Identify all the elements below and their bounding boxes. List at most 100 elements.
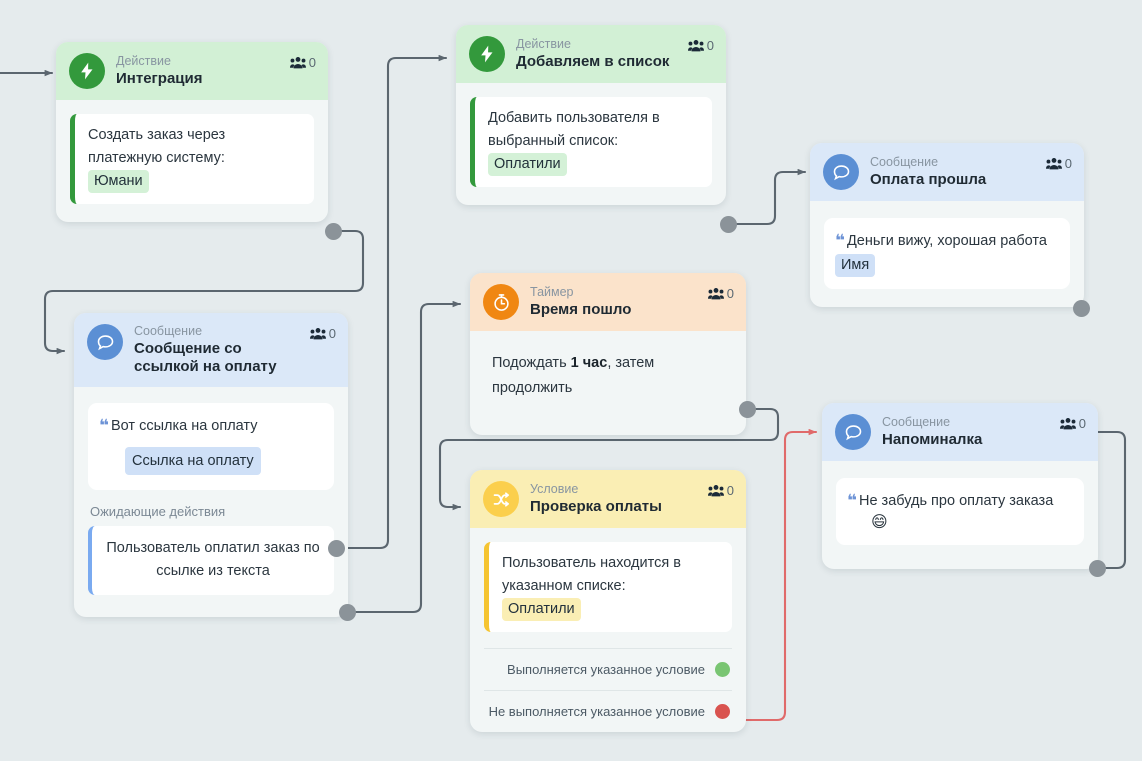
node-title: Интеграция	[116, 70, 203, 87]
node-body: Добавить пользователя в выбранный список…	[456, 83, 726, 205]
node-kind: Сообщение	[882, 415, 951, 429]
description-line-2: платежную систему:	[88, 150, 225, 166]
quote-icon: ❝	[835, 231, 845, 250]
node-integration[interactable]: Действие Интеграция 0 Создать заказ чере…	[56, 42, 328, 222]
subscriber-count: 0	[687, 38, 714, 53]
link-chip[interactable]: Ссылка на оплату	[125, 447, 261, 475]
subscriber-count: 0	[707, 483, 734, 498]
outcome-false-row[interactable]: Не выполняется указанное условие	[484, 690, 732, 732]
variable-tag: Имя	[835, 254, 876, 277]
node-kind: Действие	[516, 37, 571, 51]
node-title: Добавляем в список	[516, 53, 670, 70]
value-tag: Оплатили	[502, 598, 581, 621]
outcome-false-label: Не выполняется указанное условие	[488, 704, 705, 719]
node-header[interactable]: Условие Проверка оплаты 0	[470, 470, 746, 528]
subscriber-count: 0	[707, 286, 734, 301]
wire-reminder-loop	[1096, 430, 1127, 570]
subscriber-count: 0	[1045, 156, 1072, 171]
node-header[interactable]: Сообщение Напоминалка 0	[822, 403, 1098, 461]
node-title: Сообщение со ссылкой на оплату	[134, 340, 277, 375]
port-reminder-out[interactable]	[1089, 560, 1106, 577]
chat-bubble-icon	[87, 324, 123, 360]
node-kind: Сообщение	[134, 324, 203, 338]
value-tag: Юмани	[88, 170, 149, 193]
wire-link-message-to-timer	[353, 300, 462, 614]
people-icon	[1059, 418, 1076, 430]
node-body: Пользователь находится в указанном списк…	[470, 528, 746, 732]
stopwatch-icon	[483, 284, 519, 320]
port-add-list-out[interactable]	[720, 216, 737, 233]
node-header[interactable]: Действие Интеграция 0	[56, 42, 328, 100]
node-body: ❝Деньги вижу, хорошая работа Имя	[810, 201, 1084, 307]
people-icon	[707, 485, 724, 497]
node-header[interactable]: Сообщение Оплата прошла 0	[810, 143, 1084, 201]
node-timer[interactable]: Таймер Время пошло 0 Подождать 1 час, за…	[470, 273, 746, 435]
count-value: 0	[706, 38, 714, 53]
node-kind: Таймер	[530, 285, 574, 299]
node-payment-success[interactable]: Сообщение Оплата прошла 0 ❝Деньги вижу, …	[810, 143, 1084, 307]
count-value: 0	[1064, 156, 1072, 171]
value-tag: Оплатили	[488, 153, 567, 176]
node-header[interactable]: Таймер Время пошло 0	[470, 273, 746, 331]
condition-description: Пользователь находится в указанном списк…	[484, 542, 732, 632]
timer-prefix: Подождать	[492, 355, 571, 371]
port-timer-out[interactable]	[739, 401, 756, 418]
action-description: Создать заказ через платежную систему: Ю…	[70, 114, 314, 204]
node-body: ❝Не забудь про оплату заказа 😄	[822, 461, 1098, 569]
people-icon	[687, 40, 704, 52]
node-kind: Сообщение	[870, 155, 939, 169]
description-line-2: указанном списке:	[502, 578, 626, 594]
port-integration-out[interactable]	[325, 223, 342, 240]
subscriber-count: 0	[309, 326, 336, 341]
node-kind: Условие	[530, 482, 579, 496]
people-icon	[309, 328, 326, 340]
waiting-action-item: Пользователь оплатил заказ по ссылке из …	[88, 526, 334, 595]
waiting-actions-label: Ожидающие действия	[90, 504, 226, 519]
node-payment-check[interactable]: Условие Проверка оплаты 0 Пользователь н…	[470, 470, 746, 732]
emoji-glyph: 😄	[871, 514, 888, 531]
description-line-1: Добавить пользователя в	[488, 110, 660, 126]
lightning-bolt-icon	[69, 53, 105, 89]
port-link-message-waiting[interactable]	[328, 540, 345, 557]
people-icon	[289, 57, 306, 69]
outcome-true-port[interactable]	[715, 662, 730, 677]
node-payment-link-message[interactable]: Сообщение Сообщение со ссылкой на оплату…	[74, 313, 348, 617]
message-text: Не забудь про оплату заказа	[858, 493, 1054, 509]
node-title: Напоминалка	[882, 431, 983, 448]
message-text: Вот ссылка на оплату	[110, 418, 258, 434]
outcome-false-port[interactable]	[715, 704, 730, 719]
count-value: 0	[726, 483, 734, 498]
description-line-1: Пользователь находится в	[502, 555, 681, 571]
node-header[interactable]: Сообщение Сообщение со ссылкой на оплату…	[74, 313, 348, 387]
subscriber-count: 0	[1059, 416, 1086, 431]
count-value: 0	[1078, 416, 1086, 431]
condition-outcomes: Выполняется указанное условие Не выполня…	[484, 648, 732, 732]
count-value: 0	[726, 286, 734, 301]
outcome-true-row[interactable]: Выполняется указанное условие	[484, 648, 732, 690]
node-reminder[interactable]: Сообщение Напоминалка 0 ❝Не забудь про о…	[822, 403, 1098, 569]
wire-link-message-to-add-list	[335, 54, 448, 550]
message-bubble: ❝Деньги вижу, хорошая работа Имя	[824, 218, 1070, 289]
timer-description: Подождать 1 час, затем продолжить	[492, 351, 724, 401]
action-description: Добавить пользователя в выбранный список…	[470, 97, 712, 187]
description-line-1: Создать заказ через	[88, 127, 226, 143]
quote-icon: ❝	[847, 491, 857, 510]
node-title: Время пошло	[530, 301, 632, 318]
node-body: Подождать 1 час, затем продолжить	[470, 331, 746, 435]
chat-bubble-icon	[835, 414, 871, 450]
port-payment-success-out[interactable]	[1073, 300, 1090, 317]
count-value: 0	[308, 55, 316, 70]
wire-add-list-to-payment-success	[733, 168, 807, 226]
lightning-bolt-icon	[469, 36, 505, 72]
port-link-message-out[interactable]	[339, 604, 356, 621]
timer-suffix: , затем продолжить	[492, 355, 655, 396]
wire-payment-check-false-to-reminder	[743, 428, 818, 722]
node-title: Оплата прошла	[870, 171, 987, 188]
node-add-to-list[interactable]: Действие Добавляем в список 0 Добавить п…	[456, 25, 726, 205]
people-icon	[707, 288, 724, 300]
subscriber-count: 0	[289, 55, 316, 70]
node-body: ❝Вот ссылка на оплату Ссылка на оплату О…	[74, 387, 348, 617]
shuffle-icon	[483, 481, 519, 517]
node-header[interactable]: Действие Добавляем в список 0	[456, 25, 726, 83]
